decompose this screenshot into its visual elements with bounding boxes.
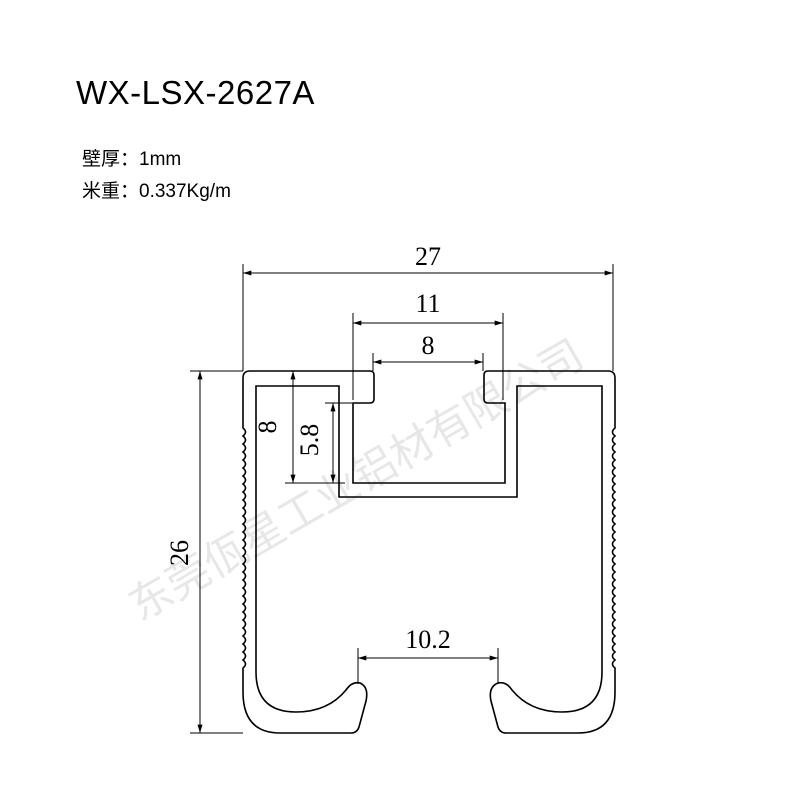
dim-label-11: 11 [415,289,440,318]
weight-spec: 米重：0.337Kg/m [82,176,231,203]
weight-label: 米重： [82,181,140,202]
dim-label-26: 26 [165,540,194,566]
dim-label-slot-depth: 8 [253,421,282,434]
dim-label-8: 8 [422,331,435,360]
wall-thickness-label: 壁厚： [82,149,140,170]
weight-value: 0.337Kg/m [139,181,231,202]
dim-label-5-8: 5.8 [295,424,324,457]
profile-model-title: WX-LSX-2627A [76,74,315,111]
wall-thickness-value: 1mm [139,149,182,170]
watermark: 东莞佤星工业铝材有限公司 [121,330,593,631]
dimension-lines [190,264,614,734]
dim-label-10-2: 10.2 [405,625,451,654]
wall-thickness-spec: 壁厚：1mm [82,144,181,171]
dim-label-27: 27 [415,242,441,271]
